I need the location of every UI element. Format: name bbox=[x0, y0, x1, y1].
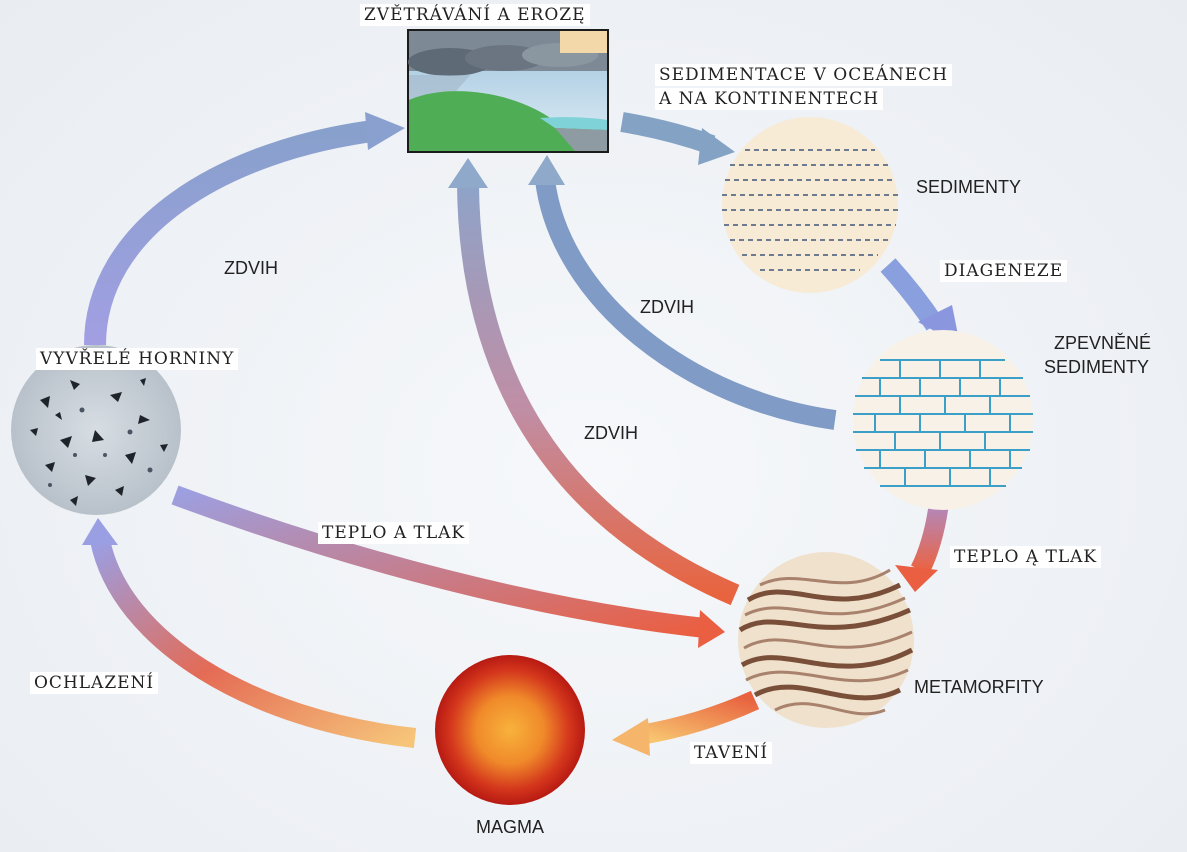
metamorphic-rocks-image bbox=[738, 552, 914, 728]
consolidated-sediments-image bbox=[853, 330, 1033, 510]
igneous-rocks-image bbox=[11, 345, 181, 515]
sedimentation-label-line2: A NA KONTINENTECH bbox=[655, 88, 883, 110]
sediments-label: SEDIMENTY bbox=[912, 176, 1025, 198]
uplift-label-mid-lower: ZDVIH bbox=[580, 422, 642, 444]
diagenesis-label: DIAGENEZE bbox=[940, 260, 1067, 282]
weathering-landscape-image bbox=[408, 30, 608, 152]
uplift-label-mid-upper: ZDVIH bbox=[636, 296, 698, 318]
heat-pressure-label-right: TEPLO Ą TLAK bbox=[950, 546, 1101, 568]
arrow-sedimentation bbox=[622, 122, 735, 165]
arrow-uplift-igneous bbox=[95, 112, 405, 345]
magma-label: MAGMA bbox=[472, 816, 548, 838]
cooling-label: OCHLAZENÍ bbox=[30, 672, 158, 694]
arrow-heat-pressure-right bbox=[895, 495, 940, 592]
sedimentation-label-line1: SEDIMENTACE V OCEÁNECH bbox=[655, 64, 952, 86]
sediments-image bbox=[722, 117, 898, 293]
arrow-heat-pressure-left bbox=[175, 495, 725, 648]
igneous-rocks-label: VYVŘELÉ HORNINY bbox=[36, 348, 238, 370]
consolidated-sediments-label-line1: ZPEVNĚNÉ bbox=[1050, 332, 1155, 354]
metamorphic-rocks-label: METAMORFITY bbox=[910, 676, 1048, 698]
uplift-label-left: ZDVIH bbox=[220, 257, 282, 279]
weathering-label: ZVĚTRÁVÁNÍ A EROZĘ bbox=[360, 4, 590, 26]
heat-pressure-label-left: TEPLO A TLAK bbox=[318, 522, 469, 544]
consolidated-sediments-label-line2: SEDIMENTY bbox=[1040, 356, 1153, 378]
melting-label: TAVENÍ bbox=[690, 742, 772, 764]
magma-image bbox=[435, 655, 585, 805]
